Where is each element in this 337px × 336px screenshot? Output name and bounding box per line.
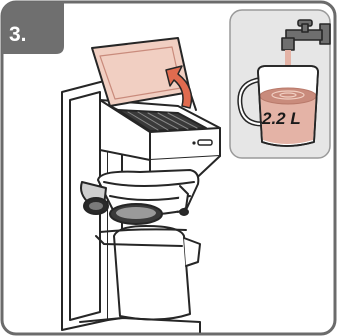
lift-lid-arrow-icon xyxy=(165,65,193,109)
coffee-pot xyxy=(113,225,191,321)
fill-water-inset: 2.2 L xyxy=(229,9,331,159)
step-number: 3. xyxy=(9,23,27,46)
machine-base xyxy=(79,317,201,333)
step-tab: 3. xyxy=(2,2,64,54)
water-jug-icon xyxy=(237,65,319,147)
coffee-machine xyxy=(61,37,221,333)
jug-volume-label: 2.2 L xyxy=(261,109,301,128)
control-panel xyxy=(197,139,213,146)
faucet-icon xyxy=(281,19,331,51)
